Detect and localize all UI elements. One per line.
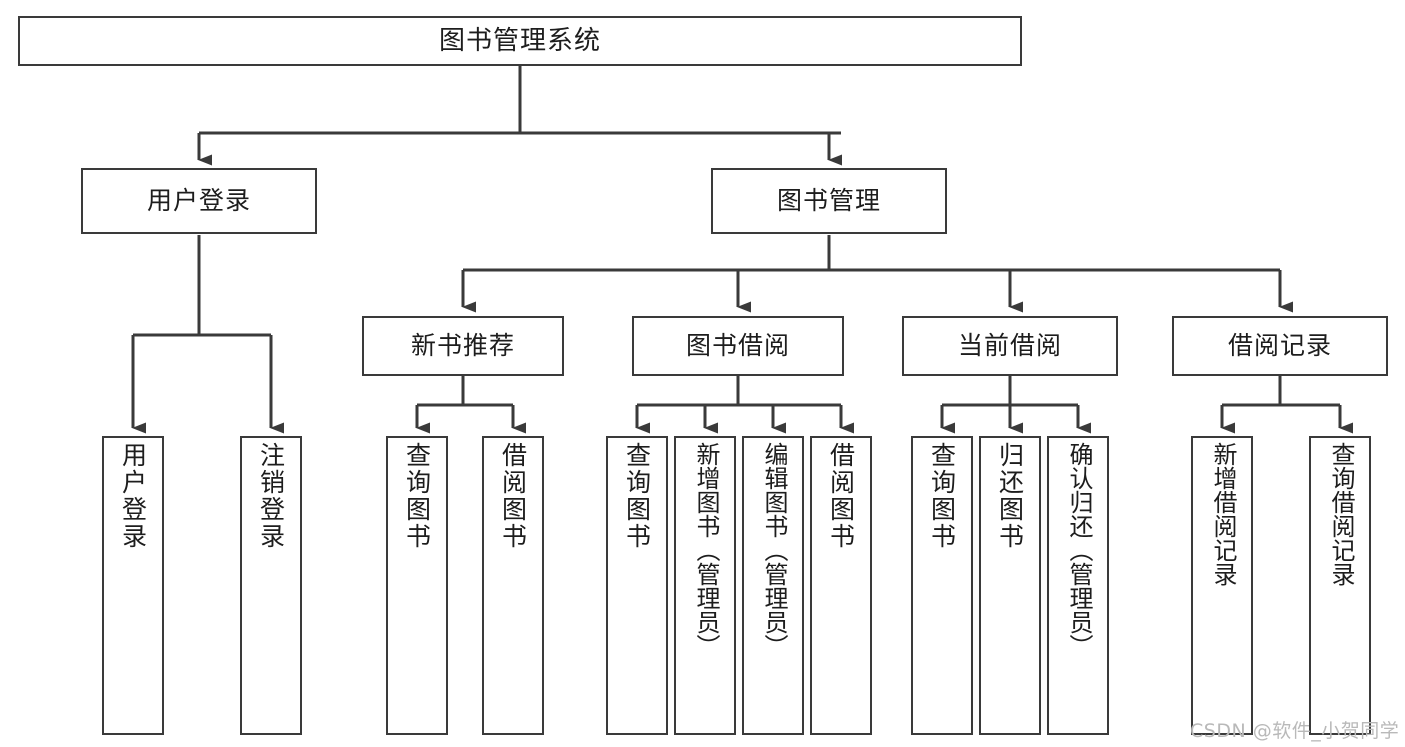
node-borrow-record[interactable]: 借阅记录 [1172,316,1388,376]
leaf-label: 确认归还（管理员） [1064,442,1093,658]
leaf-book-borrow-add[interactable]: 新增图书（管理员） [674,436,736,735]
node-new-book-recommend[interactable]: 新书推荐 [362,316,564,376]
leaf-borrow-record-add[interactable]: 新增借阅记录 [1191,436,1253,735]
leaf-user-login-login[interactable]: 用户登录 [102,436,164,735]
leaf-label: 编辑图书（管理员） [759,442,788,658]
node-label: 用户登录 [146,186,251,216]
leaf-label: 查询图书 [927,442,957,550]
leaf-label: 注销登录 [256,442,286,550]
node-root-system[interactable]: 图书管理系统 [18,16,1022,66]
leaf-label: 归还图书 [995,442,1025,550]
node-current-borrow[interactable]: 当前借阅 [902,316,1118,376]
leaf-borrow-record-query[interactable]: 查询借阅记录 [1309,436,1371,735]
node-label: 图书借阅 [685,331,790,361]
leaf-label: 借阅图书 [826,442,856,550]
leaf-new-book-query[interactable]: 查询图书 [386,436,448,735]
leaf-book-borrow-query[interactable]: 查询图书 [606,436,668,735]
leaf-current-borrow-confirm-return[interactable]: 确认归还（管理员） [1047,436,1109,735]
node-label: 新书推荐 [410,331,515,361]
leaf-book-borrow-borrow[interactable]: 借阅图书 [810,436,872,735]
node-label: 当前借阅 [957,331,1062,361]
leaf-label: 查询图书 [402,442,432,550]
node-book-management[interactable]: 图书管理 [711,168,947,234]
node-label: 图书管理 [776,186,881,216]
leaf-label: 用户登录 [118,442,148,550]
leaf-current-borrow-return[interactable]: 归还图书 [979,436,1041,735]
node-label: 借阅记录 [1227,331,1332,361]
leaf-label: 新增借阅记录 [1208,442,1237,586]
leaf-new-book-borrow[interactable]: 借阅图书 [482,436,544,735]
node-user-login[interactable]: 用户登录 [81,168,317,234]
leaf-label: 查询借阅记录 [1326,442,1355,586]
leaf-label: 借阅图书 [498,442,528,550]
leaf-label: 新增图书（管理员） [691,442,720,658]
leaf-label: 查询图书 [622,442,652,550]
node-book-borrow[interactable]: 图书借阅 [632,316,844,376]
leaf-user-login-logout[interactable]: 注销登录 [240,436,302,735]
node-label: 图书管理系统 [438,25,601,56]
leaf-current-borrow-query[interactable]: 查询图书 [911,436,973,735]
leaf-book-borrow-edit[interactable]: 编辑图书（管理员） [742,436,804,735]
